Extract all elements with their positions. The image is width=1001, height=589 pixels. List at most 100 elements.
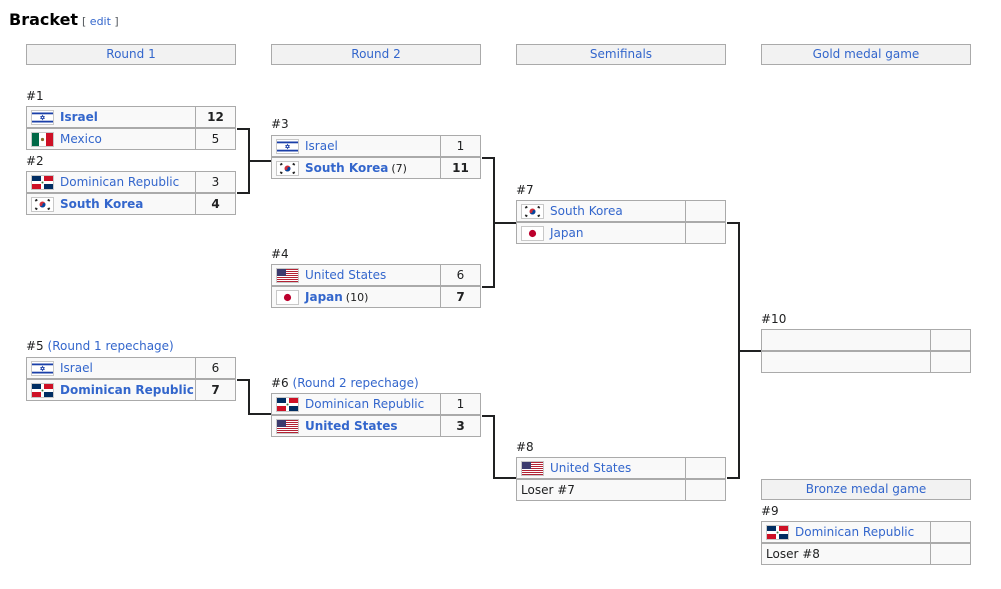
team-name-link[interactable]: Dominican Republic <box>305 397 425 411</box>
team-row: Loser #7 <box>516 479 726 501</box>
israel-flag-icon <box>31 360 54 376</box>
match-number: #8 <box>516 440 534 454</box>
match-number: #3 <box>271 117 289 131</box>
connector-line <box>482 286 495 288</box>
match-label: #8 <box>516 440 534 454</box>
team-cell: Israel <box>271 135 441 157</box>
team-row: Japan <box>516 222 726 244</box>
team-name-link[interactable]: Israel <box>60 361 93 375</box>
team-name-link[interactable]: Israel <box>305 139 338 153</box>
team-name-link[interactable]: United States <box>305 268 387 282</box>
match-number: #1 <box>26 89 44 103</box>
score-cell: 7 <box>441 286 481 308</box>
match-number: #6 <box>271 376 289 390</box>
connector-line <box>248 413 271 415</box>
page-title: Bracket <box>9 10 79 29</box>
repechage-link[interactable]: (Round 2 repechage) <box>292 376 419 390</box>
team-cell: United States <box>516 457 686 479</box>
team-name-link[interactable]: South Korea <box>550 204 623 218</box>
team-name-link[interactable]: Dominican Republic <box>795 525 915 539</box>
team-row: Loser #8 <box>761 543 971 565</box>
team-row: Dominican Republic <box>761 521 971 543</box>
match-number: #10 <box>761 312 787 326</box>
match-label: #7 <box>516 183 534 197</box>
team-cell: Dominican Republic <box>26 379 196 401</box>
score-cell <box>931 521 971 543</box>
round-header-semifinals[interactable]: Semifinals <box>516 44 726 65</box>
match-number: #4 <box>271 247 289 261</box>
team-row: South Korea(7)11 <box>271 157 481 179</box>
team-cell: United States <box>271 264 441 286</box>
connector-line <box>248 160 271 162</box>
team-row: Japan(10)7 <box>271 286 481 308</box>
team-name-link[interactable]: Dominican Republic <box>60 383 194 397</box>
south-korea-flag-icon <box>31 196 54 212</box>
team-row: Dominican Republic 1 <box>271 393 481 415</box>
match-label: #6 (Round 2 repechage) <box>271 376 419 390</box>
team-row: United States 3 <box>271 415 481 437</box>
edit-link[interactable]: edit <box>89 15 111 28</box>
team-row: United States <box>516 457 726 479</box>
team-row: Mexico 5 <box>26 128 236 150</box>
israel-flag-icon <box>276 138 299 154</box>
connector-line <box>493 477 516 479</box>
dominican-republic-flag-icon <box>31 174 54 190</box>
team-row: South Korea 4 <box>26 193 236 215</box>
united-states-flag-icon <box>276 267 299 283</box>
team-name-link[interactable]: Israel <box>60 110 98 124</box>
match-label: #9 <box>761 504 779 518</box>
score-cell <box>931 543 971 565</box>
mexico-flag-icon <box>31 131 54 147</box>
team-cell: Dominican Republic <box>26 171 196 193</box>
round-header-round-1[interactable]: Round 1 <box>26 44 236 65</box>
repechage-link[interactable]: (Round 1 repechage) <box>47 339 174 353</box>
score-cell <box>686 200 726 222</box>
team-row <box>761 351 971 373</box>
connector-line <box>237 128 250 130</box>
team-name-link[interactable]: South Korea <box>305 161 389 175</box>
connector-line <box>493 415 495 479</box>
team-name-link[interactable]: Japan <box>305 290 343 304</box>
score-cell <box>686 457 726 479</box>
match-number: #5 <box>26 339 44 353</box>
team-name-link[interactable]: Japan <box>550 226 584 240</box>
dominican-republic-flag-icon <box>276 396 299 412</box>
round-header-gold-medal-game[interactable]: Gold medal game <box>761 44 971 65</box>
score-cell: 7 <box>196 379 236 401</box>
score-cell: 5 <box>196 128 236 150</box>
japan-flag-icon <box>521 225 544 241</box>
round-header-bronze-medal-game[interactable]: Bronze medal game <box>761 479 971 500</box>
score-cell: 11 <box>441 157 481 179</box>
team-name-link[interactable]: South Korea <box>60 197 144 211</box>
team-cell: Israel <box>26 357 196 379</box>
team-name-link[interactable]: Dominican Republic <box>60 175 180 189</box>
match-label: #2 <box>26 154 44 168</box>
team-cell: Dominican Republic <box>271 393 441 415</box>
team-row: Israel 6 <box>26 357 236 379</box>
score-cell: 1 <box>441 393 481 415</box>
south-korea-flag-icon <box>521 203 544 219</box>
south-korea-flag-icon <box>276 160 299 176</box>
team-name-link[interactable]: United States <box>550 461 632 475</box>
team-placeholder-text: Loser #7 <box>521 483 575 497</box>
team-cell: Dominican Republic <box>761 521 931 543</box>
match-label: #10 <box>761 312 786 326</box>
team-placeholder-text: Loser #8 <box>766 547 820 561</box>
connector-line <box>237 379 250 381</box>
score-cell: 3 <box>441 415 481 437</box>
connector-line <box>248 379 250 415</box>
score-cell: 6 <box>196 357 236 379</box>
connector-line <box>482 157 495 159</box>
match-number: #9 <box>761 504 779 518</box>
team-cell: Loser #7 <box>516 479 686 501</box>
round-header-round-2[interactable]: Round 2 <box>271 44 481 65</box>
team-name-link[interactable]: Mexico <box>60 132 102 146</box>
team-name-link[interactable]: United States <box>305 419 398 433</box>
score-cell: 4 <box>196 193 236 215</box>
edit-bracket-close: ] <box>114 15 119 28</box>
united-states-flag-icon <box>521 460 544 476</box>
